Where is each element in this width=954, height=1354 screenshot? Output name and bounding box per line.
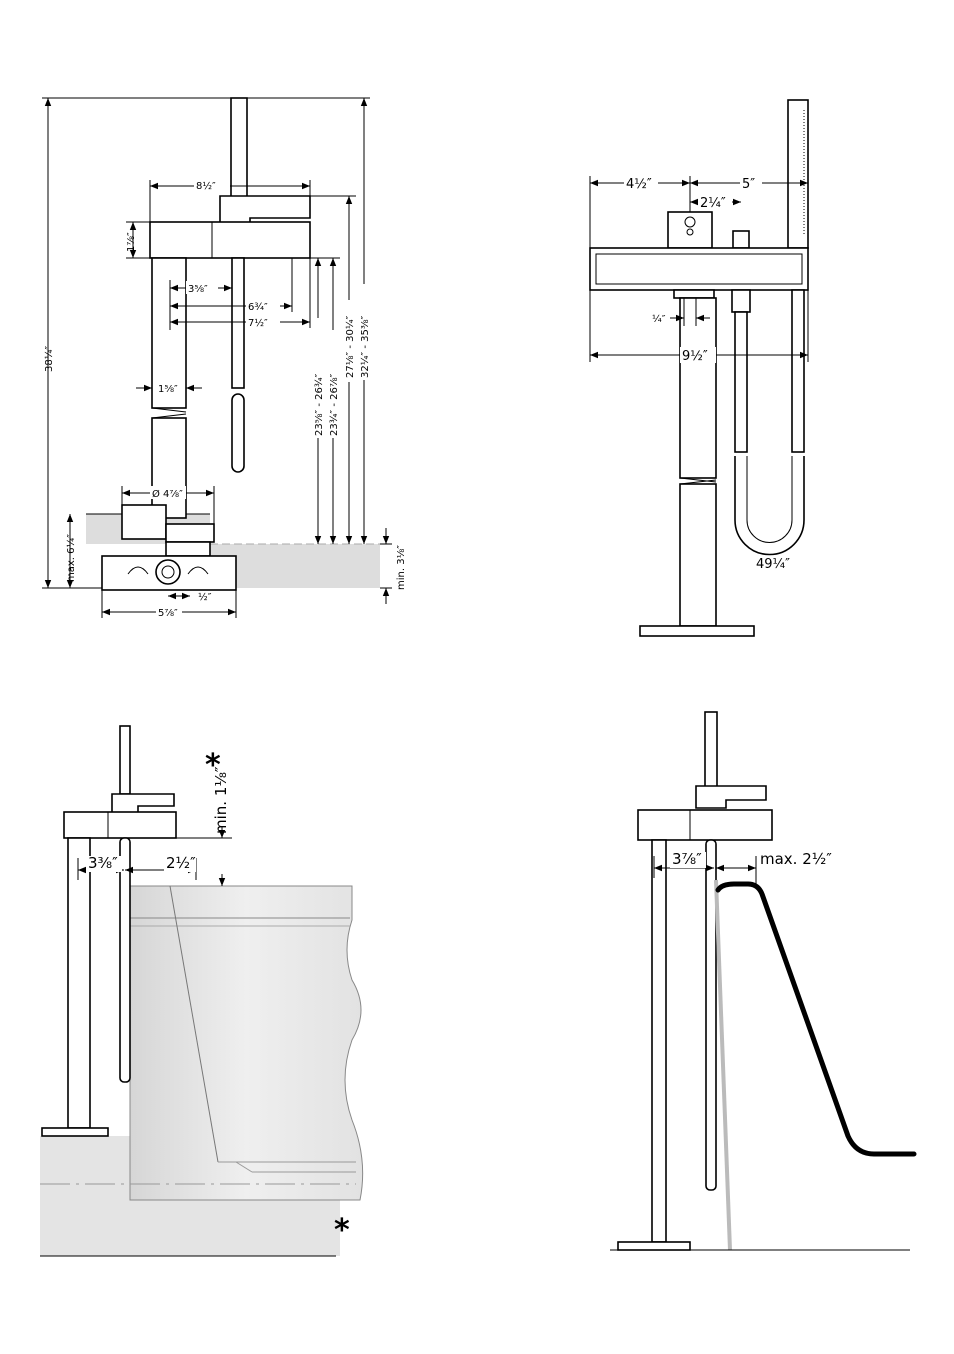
dim-3-3-8: 3⅜″ — [88, 854, 118, 872]
view-tub-installation: min. 1⅛″ * 3⅜″ 2½″ * — [40, 725, 364, 1257]
min-height-label: min. 3⅛″ — [396, 545, 407, 590]
asterisk-note-top: * — [205, 748, 221, 783]
dim-7-1-2: 7½″ — [248, 317, 268, 329]
height-range-2: 23¾″ - 26⅞″ — [329, 373, 340, 436]
dim-6-3-4: 6¾″ — [248, 302, 268, 313]
asterisk-note-bottom: * — [334, 1213, 350, 1248]
pipe-dia-label: 1⅝″ — [158, 384, 178, 395]
dim-left-width: 4½″ — [626, 177, 652, 192]
base-half-label: ½″ — [198, 591, 212, 603]
hose-length-label: 49¼″ — [756, 557, 790, 572]
dim-2-1-2: 2½″ — [166, 854, 196, 872]
view-side-elevation: 38¼″ 8½″ 1⅞″ 3⅝″ 6¾″ 7½″ 1⅝″ Ø 4 — [42, 97, 407, 619]
height-range-3: 27⅛″ - 30¼″ — [344, 315, 356, 378]
dim-right-width: 5″ — [742, 177, 755, 192]
view-tub-rim: 3⅞″ max. 2½″ — [610, 711, 917, 1251]
dim-3-7-8: 3⅞″ — [672, 850, 702, 868]
body-height-label: 1⅞″ — [126, 232, 137, 252]
dim-total-width: 9½″ — [682, 349, 708, 364]
dim-small: ¼″ — [652, 313, 666, 325]
height-range-1: 23⅝″ - 26¾″ — [314, 373, 325, 436]
base-width-label: 5⅞″ — [158, 608, 178, 619]
max-height-label: max. 6¼″ — [65, 534, 77, 582]
max-offset-label: max. 2½″ — [760, 850, 832, 868]
min-clearance-label: min. 1⅛″ — [212, 766, 230, 834]
view-front-elevation: 4½″ 5″ 2¼″ ¼″ 9½″ 49¼″ — [589, 99, 809, 637]
top-width-label: 8½″ — [196, 180, 216, 192]
dim-3-5-8: 3⅝″ — [188, 284, 208, 295]
overall-height-label: 38¼″ — [43, 346, 55, 372]
base-diameter-label: Ø 4⅞″ — [152, 488, 183, 500]
height-range-4: 32¼″ - 35⅜″ — [359, 315, 371, 378]
dim-knob-offset: 2¼″ — [700, 196, 726, 211]
